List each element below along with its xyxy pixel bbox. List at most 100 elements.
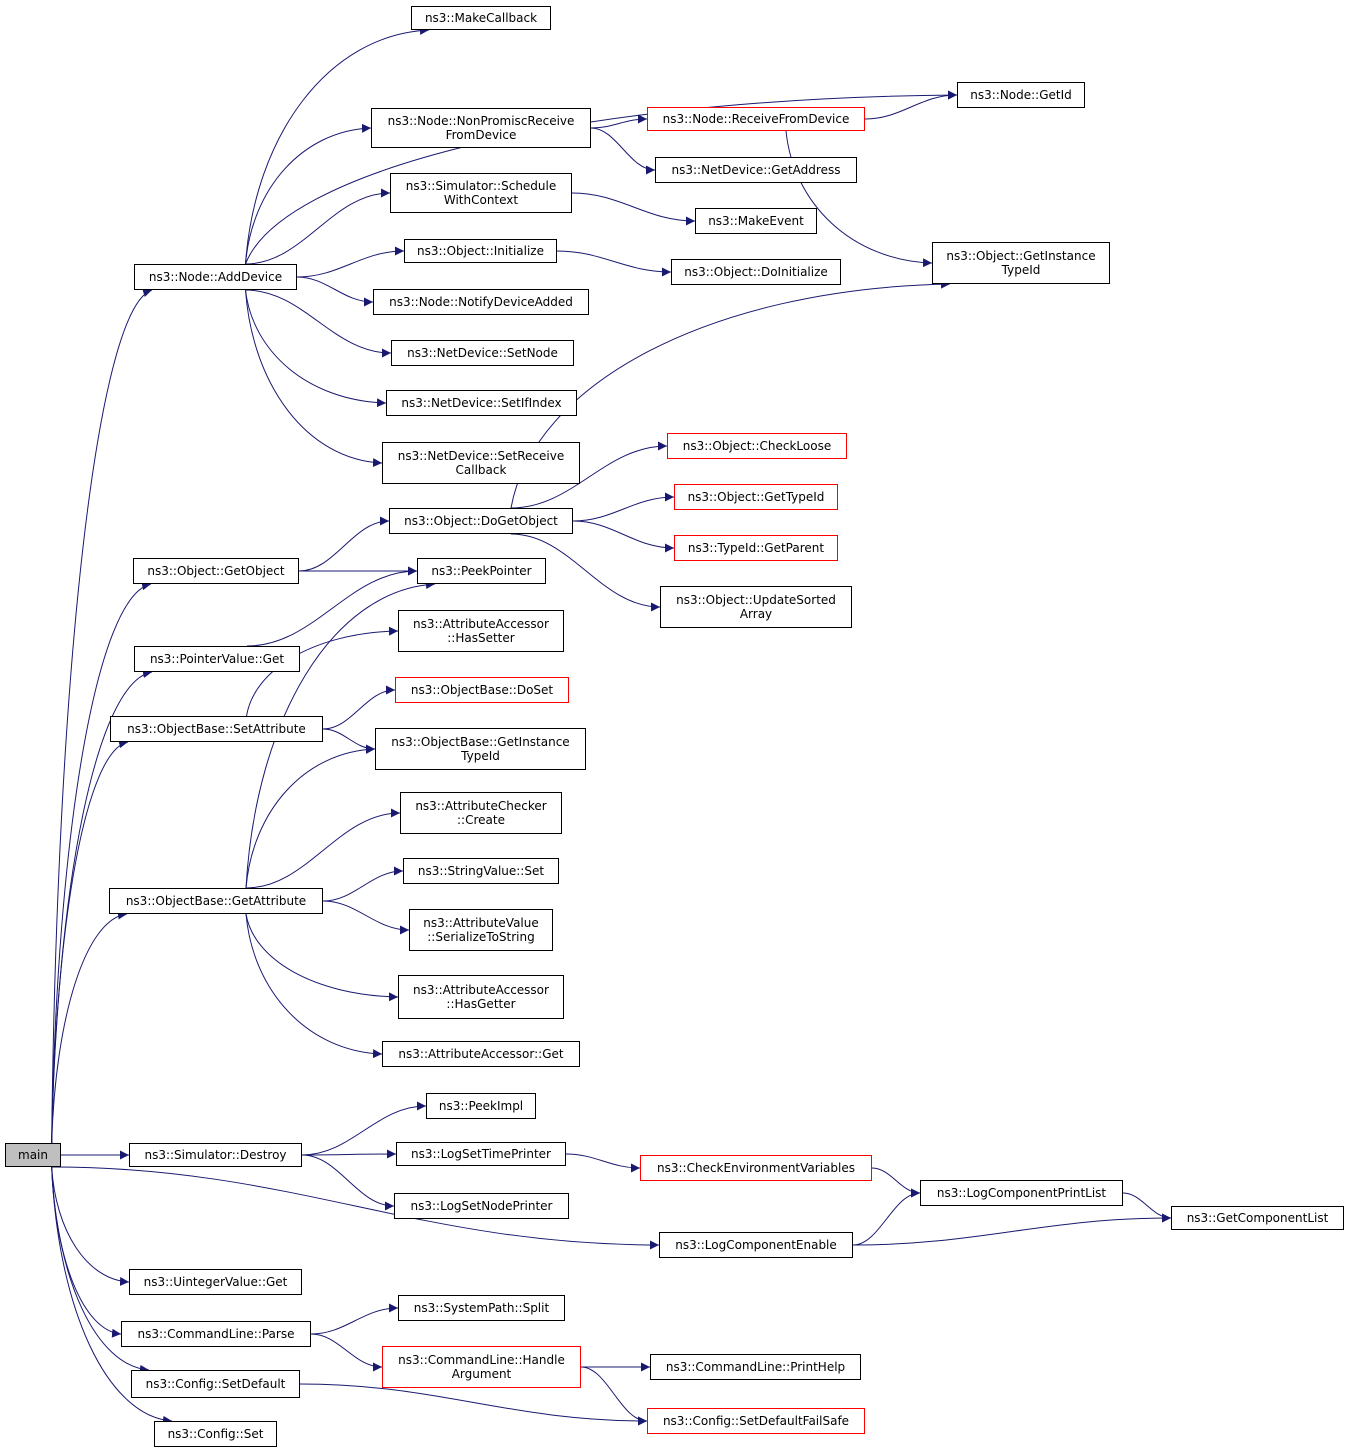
node-attributevalue-serializetostring[interactable]: ns3::AttributeValue::SerializeToString	[409, 909, 553, 951]
edge-simulator-destroy-to-logsetnodeprinter	[301, 1154, 395, 1211]
edge-logsettimeprinter-to-checkenvironmentvariables	[565, 1153, 641, 1173]
node-label: ns3::Node::NonPromiscReceive	[387, 114, 575, 128]
edge-main-to-object-getobject	[51, 581, 152, 1144]
node-getcomponentlist[interactable]: ns3::GetComponentList	[1171, 1206, 1344, 1230]
node-label: ::HasSetter	[447, 631, 515, 645]
node-object-initialize[interactable]: ns3::Object::Initialize	[404, 239, 557, 263]
node-label: ns3::AttributeValue	[423, 916, 539, 930]
node-label: ns3::Simulator::Destroy	[144, 1148, 287, 1162]
node-systempath-split[interactable]: ns3::SystemPath::Split	[398, 1295, 565, 1321]
node-netdevice-getaddress[interactable]: ns3::NetDevice::GetAddress	[655, 157, 857, 183]
node-commandline-printhelp[interactable]: ns3::CommandLine::PrintHelp	[650, 1354, 861, 1380]
node-objectbase-setattribute[interactable]: ns3::ObjectBase::SetAttribute	[110, 716, 323, 742]
node-node-adddevice[interactable]: ns3::Node::AddDevice	[134, 264, 297, 290]
node-logcomponentenable[interactable]: ns3::LogComponentEnable	[659, 1232, 853, 1258]
node-checkenvironmentvariables[interactable]: ns3::CheckEnvironmentVariables	[640, 1155, 872, 1181]
node-label: ns3::NetDevice::SetIfIndex	[401, 396, 562, 410]
node-object-checkloose[interactable]: ns3::Object::CheckLoose	[667, 433, 847, 459]
edge-node-adddevice-to-netdevice-setreceivecallback	[245, 289, 383, 468]
node-config-set[interactable]: ns3::Config::Set	[154, 1421, 277, 1447]
node-label: ns3::NetDevice::SetReceive	[397, 449, 565, 463]
node-config-setdefault[interactable]: ns3::Config::SetDefault	[131, 1370, 300, 1398]
node-make-event[interactable]: ns3::MakeEvent	[695, 208, 817, 234]
node-label: ns3::CommandLine::PrintHelp	[665, 1360, 846, 1374]
edge-node-adddevice-to-netdevice-setifindex	[245, 289, 387, 408]
node-attributeaccessor-get[interactable]: ns3::AttributeAccessor::Get	[382, 1041, 580, 1067]
node-main[interactable]: main	[5, 1143, 61, 1167]
edge-objectbase-setattribute-to-objectbase-getinstancetypeid	[322, 728, 376, 754]
node-object-dogetobject[interactable]: ns3::Object::DoGetObject	[389, 508, 573, 534]
edge-node-nonpromisc-to-netdevice-getaddress	[590, 127, 656, 175]
node-label: ns3::CommandLine::Parse	[137, 1327, 295, 1341]
edge-objectbase-getattribute-to-objectbase-getinstancetypeid	[245, 744, 376, 889]
edge-logcomponentenable-to-logcomponentprintlist	[852, 1188, 921, 1246]
edge-object-getobject-to-object-dogetobject	[298, 516, 390, 572]
node-netdevice-setnode[interactable]: ns3::NetDevice::SetNode	[391, 340, 574, 366]
edge-node-adddevice-to-node-notifydeviceadded	[296, 276, 374, 307]
node-label: ns3::MakeEvent	[708, 214, 804, 228]
edge-node-adddevice-to-make-callback	[245, 25, 430, 265]
edge-object-dogetobject-to-object-checkloose	[510, 441, 668, 509]
node-logcomponentprintlist[interactable]: ns3::LogComponentPrintList	[920, 1180, 1123, 1206]
node-simulator-destroy[interactable]: ns3::Simulator::Destroy	[129, 1143, 302, 1167]
node-label: ns3::LogSetTimePrinter	[410, 1147, 551, 1161]
node-objectbase-doset[interactable]: ns3::ObjectBase::DoSet	[395, 677, 569, 703]
node-label: ns3::Object::Initialize	[417, 244, 544, 258]
node-label: Callback	[455, 463, 507, 477]
node-logsetnodeprinter[interactable]: ns3::LogSetNodePrinter	[394, 1193, 569, 1219]
node-label: ns3::NetDevice::GetAddress	[671, 163, 841, 177]
node-label: ns3::Object::CheckLoose	[682, 439, 832, 453]
node-object-doinitialize[interactable]: ns3::Object::DoInitialize	[671, 259, 841, 285]
node-label: ns3::Simulator::Schedule	[405, 179, 557, 193]
edge-objectbase-getattribute-to-attributechecker-create	[245, 808, 401, 889]
node-netdevice-setifindex[interactable]: ns3::NetDevice::SetIfIndex	[386, 390, 577, 416]
edge-checkenvironmentvariables-to-logcomponentprintlist	[871, 1167, 921, 1198]
node-stringvalue-set[interactable]: ns3::StringValue::Set	[403, 858, 559, 884]
node-attributeaccessor-hasgetter[interactable]: ns3::AttributeAccessor::HasGetter	[398, 975, 564, 1019]
node-object-getobject[interactable]: ns3::Object::GetObject	[133, 558, 299, 584]
node-pointervalue-get[interactable]: ns3::PointerValue::Get	[134, 646, 300, 672]
node-label: ns3::Object::UpdateSorted	[676, 593, 836, 607]
node-node-getid[interactable]: ns3::Node::GetId	[957, 82, 1085, 108]
node-label: ns3::ObjectBase::DoSet	[410, 683, 554, 697]
edge-node-adddevice-to-netdevice-setnode	[245, 289, 392, 358]
node-make-callback[interactable]: ns3::MakeCallback	[411, 6, 551, 30]
node-node-receivefromdevice[interactable]: ns3::Node::ReceiveFromDevice	[647, 107, 865, 131]
node-typeid-getparent[interactable]: ns3::TypeId::GetParent	[674, 535, 838, 561]
node-node-notifydeviceadded[interactable]: ns3::Node::NotifyDeviceAdded	[373, 289, 589, 315]
node-label: ns3::PointerValue::Get	[149, 652, 285, 666]
edge-node-adddevice-to-node-nonpromisc	[245, 123, 372, 265]
node-uintegervalue-get[interactable]: ns3::UintegerValue::Get	[129, 1269, 302, 1295]
node-label: ns3::NetDevice::SetNode	[407, 346, 558, 360]
node-object-gettypeid[interactable]: ns3::Object::GetTypeId	[674, 484, 838, 510]
edge-simulator-schedulewithcontext-to-make-event	[571, 192, 696, 226]
node-label: WithContext	[443, 193, 519, 207]
node-label: ns3::AttributeChecker	[415, 799, 547, 813]
node-logsettimeprinter[interactable]: ns3::LogSetTimePrinter	[396, 1142, 566, 1166]
node-peekimpl[interactable]: ns3::PeekImpl	[426, 1093, 536, 1119]
edge-object-initialize-to-object-doinitialize	[556, 250, 672, 277]
node-label: ns3::Object::GetInstance	[946, 249, 1096, 263]
node-config-setdefaultfailsafe[interactable]: ns3::Config::SetDefaultFailSafe	[647, 1408, 865, 1434]
node-objectbase-getattribute[interactable]: ns3::ObjectBase::GetAttribute	[109, 888, 323, 914]
node-label: ns3::TypeId::GetParent	[687, 541, 825, 555]
node-attributechecker-create[interactable]: ns3::AttributeChecker::Create	[400, 792, 562, 834]
node-commandline-parse[interactable]: ns3::CommandLine::Parse	[121, 1321, 311, 1347]
node-label: FromDevice	[445, 128, 517, 142]
node-peekpointer[interactable]: ns3::PeekPointer	[417, 558, 546, 584]
node-label: TypeId	[1001, 263, 1041, 277]
node-label: ns3::LogComponentEnable	[675, 1238, 837, 1252]
node-label: ns3::ObjectBase::GetAttribute	[125, 894, 307, 908]
node-label: ns3::Object::DoInitialize	[684, 265, 828, 279]
node-label: ns3::Config::SetDefaultFailSafe	[662, 1414, 850, 1428]
node-attributeaccessor-hassetter[interactable]: ns3::AttributeAccessor::HasSetter	[398, 610, 564, 652]
node-label: ns3::Object::GetTypeId	[687, 490, 825, 504]
